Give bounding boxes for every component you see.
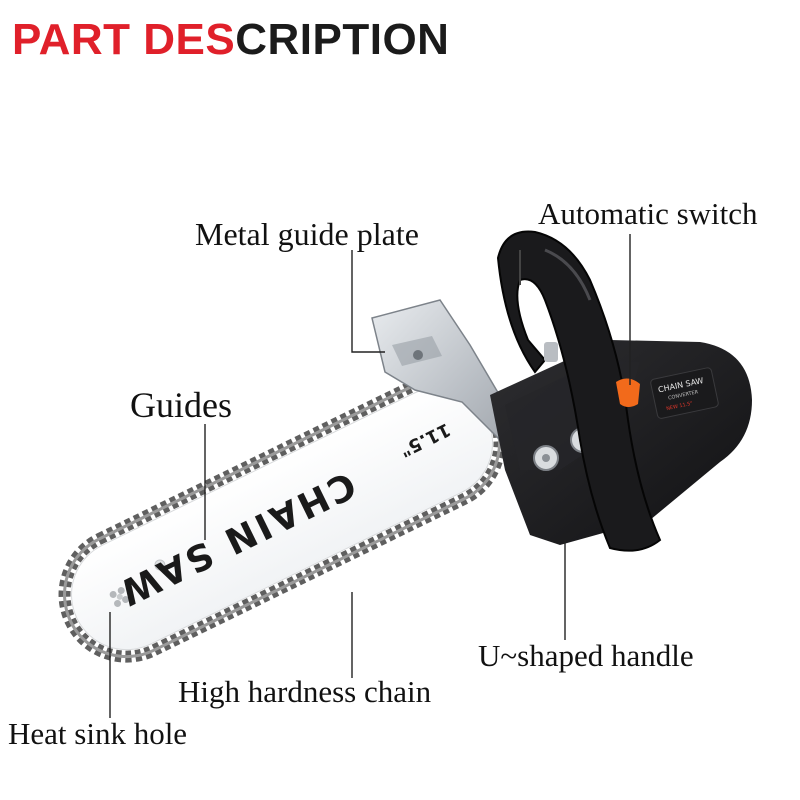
label-automatic-switch: Automatic switch bbox=[538, 196, 758, 231]
page-title: PART DESCRIPTION bbox=[12, 18, 449, 62]
guide-bar-group: CHAIN SAW 11.5" bbox=[58, 374, 506, 663]
guide-hole bbox=[154, 559, 166, 571]
housing-badge: CHAIN SAW CONVERTER NEW 11.5" bbox=[650, 367, 719, 419]
title-part-black: CRIPTION bbox=[235, 15, 450, 64]
automatic-switch-button bbox=[616, 378, 640, 407]
heat-sink-holes bbox=[109, 587, 130, 607]
label-guides: Guides bbox=[130, 385, 232, 425]
label-high-hardness-chain: High hardness chain bbox=[178, 674, 432, 709]
badge-model: NEW 11.5" bbox=[666, 401, 694, 412]
u-shaped-handle bbox=[496, 230, 662, 552]
title-part-red: PART DES bbox=[12, 15, 236, 64]
leader-metal-guide-plate bbox=[351, 250, 385, 353]
label-metal-guide-plate: Metal guide plate bbox=[195, 216, 419, 252]
label-u-shaped-handle: U~shaped handle bbox=[478, 638, 694, 673]
leader-lines bbox=[109, 234, 631, 718]
handle-bolt bbox=[544, 342, 558, 362]
label-heat-sink-hole: Heat sink hole bbox=[8, 716, 188, 751]
